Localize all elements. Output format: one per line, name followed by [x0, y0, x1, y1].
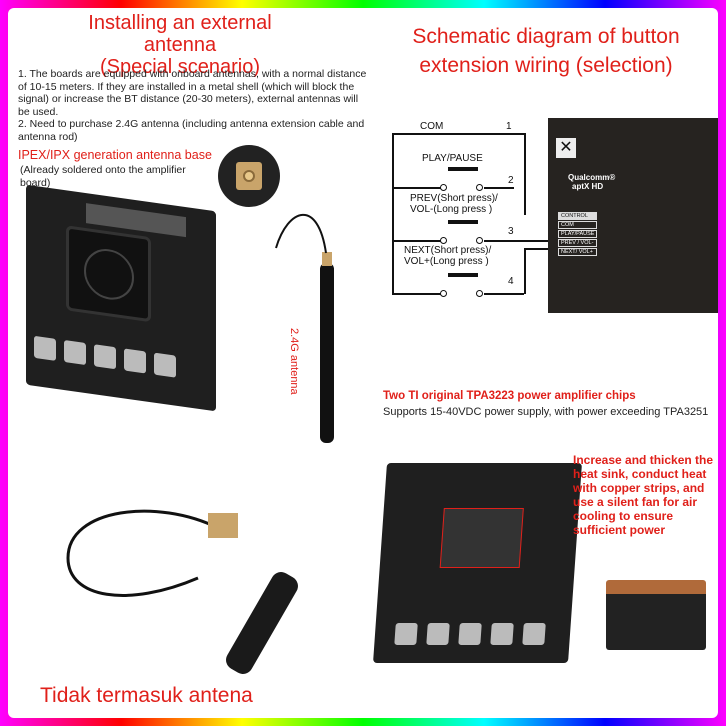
- ipex-connector-closeup: [218, 145, 280, 207]
- fan-icon: [66, 225, 151, 323]
- amplifier-board-image-2: [373, 463, 582, 663]
- control-label: CONTROL: [558, 212, 598, 220]
- aptx-label: aptX HD: [572, 182, 604, 191]
- title-line: Installing an external antenna: [88, 12, 272, 56]
- prev-label: PREV(Short press)/VOL-(Long press ): [410, 193, 498, 215]
- ipex-note: (Already soldered onto the amplifier boa…: [20, 164, 186, 189]
- prev-line: VOL-(Long press ): [410, 204, 493, 215]
- description-1: 1. The boards are equipped with onboard …: [18, 68, 367, 118]
- title-line: extension wiring (selection): [419, 54, 673, 77]
- pcb-closeup-image: ✕ Qualcomm® aptX HD CONTROL COM PLAY/PAU…: [548, 118, 718, 313]
- external-antenna-image: [66, 509, 298, 674]
- chips-title: Two TI original TPA3223 power amplifier …: [383, 390, 636, 402]
- chips-description: Supports 15-40VDC power supply, with pow…: [383, 406, 709, 418]
- description-2: 2. Need to purchase 2.4G antenna (includ…: [18, 118, 365, 143]
- antenna-description: 1. The boards are equipped with onboard …: [18, 68, 370, 143]
- next-label: NEXT(Short press)/VOL+(Long press ): [404, 245, 491, 267]
- antenna-title: Installing an external antenna (Special …: [60, 12, 300, 78]
- pcb-pin-label: COM: [558, 221, 598, 229]
- control-header: CONTROL COM PLAY/PAUSE PREV / VOL- NEXT/…: [558, 212, 598, 257]
- pin-2: 2: [508, 175, 514, 186]
- button-wiring-schematic: COM 1 PLAY/PAUSE 2 PREV(Short press)/VOL…: [380, 118, 550, 308]
- qualcomm-label: Qualcomm®: [568, 173, 616, 182]
- heatsink-note: Increase and thicken the heat sink, cond…: [573, 453, 714, 537]
- amplifier-board-image: [26, 184, 216, 412]
- next-line: VOL+(Long press ): [404, 256, 489, 267]
- pin-4: 4: [508, 276, 514, 287]
- title-line: Schematic diagram of button: [412, 25, 680, 48]
- schematic-title: Schematic diagram of button extension wi…: [386, 22, 706, 80]
- title-line: (Special scenario): [99, 56, 261, 78]
- next-line: NEXT(Short press)/: [404, 245, 492, 256]
- pcb-pin-label: NEXT/ VOL+: [558, 248, 598, 256]
- footer-not-included: Tidak termasuk antena: [40, 684, 253, 707]
- ipex-label: IPEX/IPX generation antenna base: [18, 148, 212, 162]
- x-logo-icon: ✕: [556, 138, 576, 158]
- play-pause-label: PLAY/PAUSE: [422, 153, 483, 164]
- antenna-cable: [275, 213, 327, 254]
- antenna-rod-image: [320, 263, 334, 443]
- product-infographic: Installing an external antenna (Special …: [8, 8, 718, 718]
- heatsink-fan-image: [606, 580, 706, 650]
- pcb-pin-label: PREV / VOL-: [558, 239, 598, 247]
- pin-3: 3: [508, 226, 514, 237]
- prev-line: PREV(Short press)/: [410, 193, 498, 204]
- pin-1: 1: [506, 121, 512, 132]
- com-label: COM: [420, 121, 444, 132]
- pcb-pin-label: PLAY/PAUSE: [558, 230, 598, 238]
- antenna-label: 2.4G antenna: [288, 328, 300, 395]
